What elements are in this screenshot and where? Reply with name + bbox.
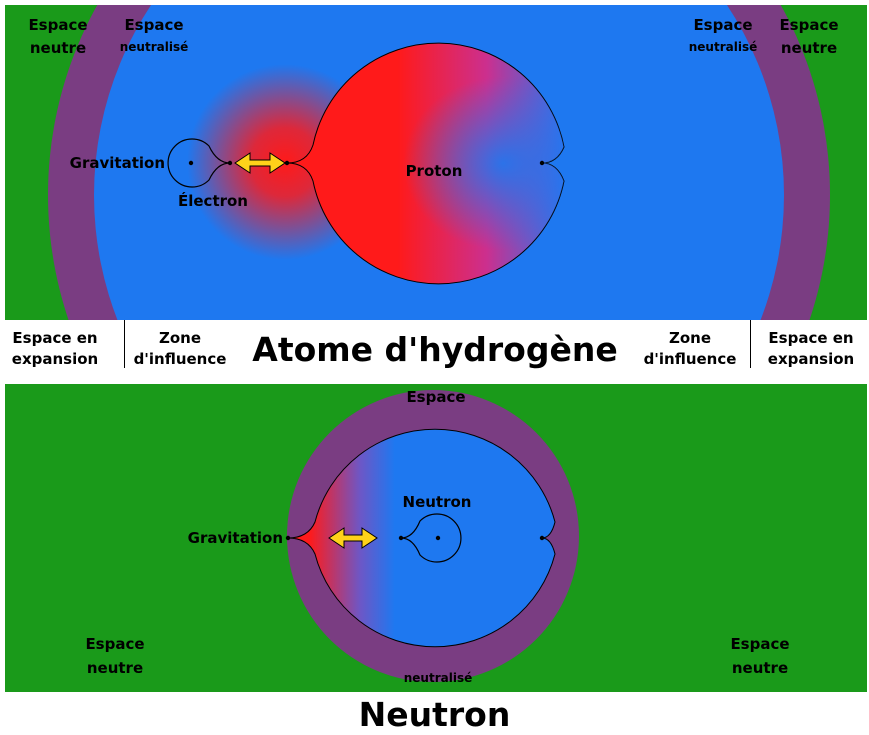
neutralized-bottom-label: neutralisé (404, 671, 472, 685)
neutron-title: Neutron (358, 695, 511, 734)
band-divider-right (750, 320, 751, 368)
neutron-tip-dot (398, 535, 404, 541)
influence-right-line-2: d'influence (643, 350, 737, 368)
expansion-space-right-label: Espace en expansion (757, 328, 865, 370)
neutron-center-dot (435, 535, 441, 541)
neutron-svg: Espace neutralisé Gravitation Neutron Es… (5, 384, 867, 692)
neutralized-space-left-label-2: neutralisé (120, 40, 188, 54)
proton-label: Proton (406, 162, 463, 180)
expansion-left-line-1: Espace en (12, 329, 98, 347)
expansion-left-line-2: expansion (11, 350, 99, 368)
gravitation-tip-dot (285, 535, 291, 541)
expansion-right-line-1: Espace en (768, 329, 854, 347)
electron-label: Électron (178, 191, 248, 210)
gravitation-label: Gravitation (188, 529, 283, 547)
neutron-label: Neutron (403, 493, 472, 511)
expansion-space-left-label: Espace en expansion (4, 328, 106, 370)
hydrogen-atom-diagram: Espace neutre Espace neutralisé Espace n… (5, 5, 867, 320)
gravitation-label: Gravitation (70, 154, 165, 172)
space-top-label: Espace (406, 388, 465, 406)
neutral-space-right-label-2: neutre (732, 659, 788, 677)
band-divider-left (124, 320, 125, 368)
influence-left-line-2: d'influence (133, 350, 227, 368)
electron-tip-dot (227, 160, 233, 166)
influence-left-line-1: Zone (158, 329, 202, 347)
electron-body (167, 138, 231, 188)
neutral-space-right-label-2: neutre (781, 39, 837, 57)
right-cusp-dot (539, 535, 545, 541)
influence-right-line-1: Zone (668, 329, 712, 347)
double-arrow-icon (328, 527, 378, 549)
expansion-right-line-2: expansion (767, 350, 855, 368)
proton-left-tip-dot (284, 160, 290, 166)
neutron-diagram: Espace neutralisé Gravitation Neutron Es… (5, 384, 867, 692)
influence-zone-right-label: Zone d'influence (635, 328, 745, 370)
neutral-space-left-label-1: Espace (85, 635, 144, 653)
neutral-space-left-label-2: neutre (30, 39, 86, 57)
neutralized-space-right-label-2: neutralisé (689, 40, 757, 54)
neutralized-space-right-label-1: Espace (693, 16, 752, 34)
neutral-space-left-label-2: neutre (87, 659, 143, 677)
proton-right-tip-dot (539, 160, 545, 166)
neutral-space-right-label-1: Espace (730, 635, 789, 653)
hydrogen-atom-svg: Espace neutre Espace neutralisé Espace n… (5, 5, 867, 320)
influence-zone-left-label: Zone d'influence (125, 328, 235, 370)
electron-center-dot (188, 160, 194, 166)
neutral-space-right-label-1: Espace (779, 16, 838, 34)
proton-inner-glow-area (287, 43, 564, 284)
neutron-core (400, 513, 462, 563)
hydrogen-atom-title: Atome d'hydrogène (252, 330, 618, 369)
neutralized-space-left-label-1: Espace (124, 16, 183, 34)
neutral-space-left-label-1: Espace (28, 16, 87, 34)
double-arrow-icon (234, 152, 286, 174)
